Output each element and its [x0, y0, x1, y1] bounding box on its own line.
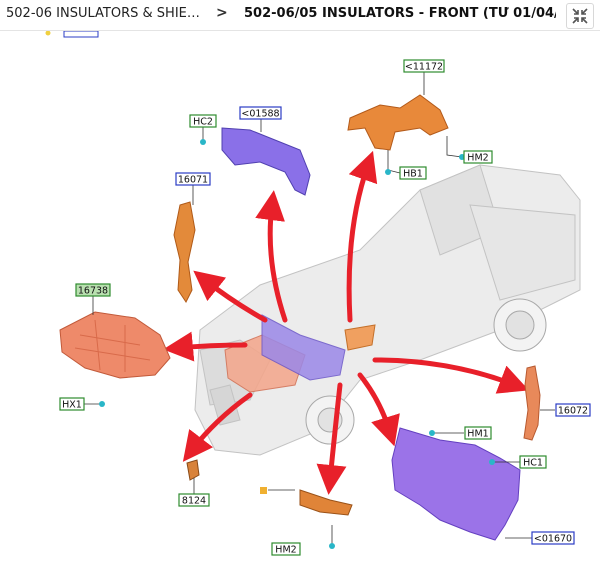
svg-text:<11172: <11172 [405, 62, 443, 73]
svg-text:HM2: HM2 [275, 545, 296, 556]
part-16071 [173, 201, 196, 303]
part-01670 [391, 427, 521, 541]
svg-text:8124: 8124 [182, 496, 206, 507]
svg-text:16071: 16071 [178, 175, 208, 186]
part-11172 [347, 94, 449, 151]
breadcrumb-parent-link[interactable]: 502-06 INSULATORS & SHIE… [6, 6, 200, 21]
callout-16071[interactable]: 16071 [175, 172, 211, 186]
part-01588 [221, 127, 311, 196]
fastener-dots [99, 139, 495, 549]
svg-text:HM1: HM1 [467, 429, 488, 440]
svg-text:HC2: HC2 [193, 117, 213, 128]
insulator-exploded-diagram: <11172 <01588 HC2 16071 HM2 HB1 16738 HX… [45, 31, 591, 556]
callout-01670[interactable]: <01670 [531, 531, 575, 545]
callout-01588[interactable]: <01588 [239, 106, 282, 120]
callout-11172[interactable]: <11172 [403, 59, 445, 73]
part-16072 [523, 365, 541, 441]
part-8124 [186, 459, 200, 481]
callout-16072[interactable]: 16072 [555, 403, 591, 417]
callout-16738[interactable]: 16738 [75, 283, 111, 297]
breadcrumb-bar: 502-06 INSULATORS & SHIE… > 502-06/05 IN… [0, 0, 600, 31]
svg-text:16072: 16072 [558, 406, 588, 417]
svg-text:HM2: HM2 [467, 153, 488, 164]
callout-hb1[interactable]: HB1 [399, 166, 427, 180]
svg-text:<01670: <01670 [534, 534, 572, 545]
svg-text:16738: 16738 [78, 286, 108, 297]
part-bottom-bracket [260, 487, 353, 516]
callout-hm2-bottom[interactable]: HM2 [271, 542, 301, 556]
svg-text:HC1: HC1 [523, 458, 543, 469]
callout-8124[interactable]: 8124 [178, 493, 210, 507]
callout-hm1[interactable]: HM1 [464, 426, 492, 440]
callout-hm2-top[interactable]: HM2 [463, 150, 493, 164]
installed-front-insulator [224, 314, 376, 393]
red-arrows [163, 150, 530, 495]
svg-text:HX1: HX1 [62, 400, 82, 411]
callout-hx1[interactable]: HX1 [59, 397, 85, 411]
part-16738 [59, 311, 171, 379]
partial-callout-top [45, 31, 99, 38]
callout-hc2[interactable]: HC2 [189, 114, 217, 128]
svg-text:<01588: <01588 [241, 109, 279, 120]
callout-hc1[interactable]: HC1 [519, 455, 547, 469]
chevron-right-icon: > [216, 5, 228, 21]
breadcrumb-current-title: 502-06/05 INSULATORS - FRONT (TỪ 01/04/… [244, 6, 556, 21]
svg-text:HB1: HB1 [403, 169, 423, 180]
collapse-arrows-icon[interactable] [566, 3, 594, 29]
